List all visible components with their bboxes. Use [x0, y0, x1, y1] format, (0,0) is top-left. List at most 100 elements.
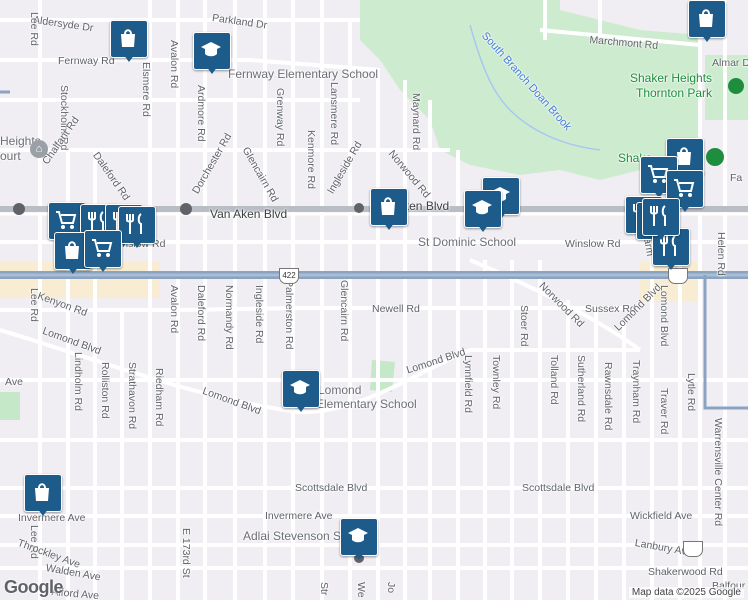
street-label: Palmerston Rd	[283, 280, 295, 350]
shopping-bag-icon	[35, 483, 49, 501]
shopping-cart-icon	[648, 165, 669, 183]
park-area	[360, 0, 700, 180]
school-icon	[201, 42, 221, 57]
street-label: We	[355, 582, 367, 598]
restaurant-icon	[88, 211, 104, 232]
place-label: St Dominic School	[418, 235, 517, 249]
street-label: Winslow Rd	[565, 238, 621, 250]
brook-line	[469, 24, 601, 151]
street-label: Lomond Blvd	[658, 285, 670, 347]
street-label: Warrensville Center Rd	[712, 418, 724, 527]
place-label: Lomond	[318, 383, 362, 397]
place-label: Adlai Stevenson School	[243, 529, 370, 543]
marker-shopping-bag[interactable]	[110, 20, 148, 64]
map-attribution[interactable]: Map data ©2025 Google	[628, 587, 744, 598]
warrensville-blue	[703, 275, 748, 410]
street-label: Fernway Rd	[58, 55, 115, 67]
marker-school[interactable]	[193, 32, 231, 76]
street-label: Rolliston Rd	[99, 362, 111, 419]
shopping-bag-icon	[699, 9, 713, 27]
marker-shopping-cart[interactable]	[666, 170, 704, 214]
street-label: Strathavon Rd	[126, 362, 138, 430]
street-label: Ave	[5, 376, 23, 388]
street-label: Jo	[385, 582, 397, 594]
marker-school[interactable]	[340, 518, 378, 562]
shopping-bag-icon	[381, 197, 395, 215]
street-label: Lee Rd	[28, 12, 40, 46]
street-label: Normandy Rd	[223, 285, 235, 350]
marker-shopping-bag[interactable]	[688, 0, 726, 44]
street-label: Kenmore Rd	[305, 130, 317, 189]
street-label: Grenway Rd	[274, 88, 286, 147]
street-label: Scottsdale Blvd	[522, 482, 595, 494]
place-label: ourt	[0, 149, 21, 163]
school-icon	[348, 528, 368, 543]
street-label: Daleford Rd	[195, 285, 207, 342]
place-label: Fernway Elementary School	[228, 67, 379, 81]
shopping-bag-icon	[121, 29, 135, 47]
street-label: Ingleside Rd	[253, 285, 265, 344]
street-label: Riedham Rd	[153, 368, 165, 427]
street-label: Van Aken Blvd	[210, 207, 288, 221]
street-label: Lynnfield Rd	[462, 355, 474, 413]
transit-station-icon	[13, 203, 25, 215]
street-label: Maynard Rd	[410, 93, 422, 151]
transit-station-icon	[180, 203, 192, 215]
marker-shopping-bag[interactable]	[370, 188, 408, 232]
street-label: Ardmore Rd	[195, 85, 207, 142]
shopping-cart-icon	[56, 211, 77, 229]
street-label: Elsmere Rd	[140, 62, 152, 117]
street-label: E 173rd St	[180, 528, 192, 578]
park-label: Thornton Park	[636, 86, 713, 100]
street-label: Traynham Rd	[630, 360, 642, 424]
street-label: Stoer Rd	[518, 305, 530, 347]
school-icon	[290, 380, 310, 395]
marker-restaurant[interactable]	[642, 198, 680, 242]
street-label: Sutherland Rd	[575, 355, 587, 423]
street-label: Avalon Rd	[168, 285, 180, 334]
park-icon	[706, 148, 724, 166]
street-label: Traver Rd	[658, 388, 670, 435]
highway-422-shield: 422	[279, 268, 299, 284]
street-label: Scottsdale Blvd	[295, 482, 368, 494]
school-icon	[472, 200, 492, 215]
marker-school[interactable]	[282, 370, 320, 414]
street-label: Invermere Ave	[18, 512, 86, 524]
shopping-bag-icon	[677, 147, 691, 165]
street-label: Almar Dr	[712, 57, 748, 69]
street-label: Avalon Rd	[168, 40, 180, 89]
transit-station-icon	[354, 203, 364, 213]
marker-school[interactable]	[464, 190, 502, 234]
park-label: Shaker Heights	[630, 71, 713, 85]
park-icon	[728, 78, 744, 94]
place-label: Elementary School	[316, 397, 417, 411]
street-label: Rawnsdale Rd	[602, 362, 614, 431]
shopping-cart-icon	[674, 179, 695, 197]
google-logo[interactable]: Google	[4, 577, 64, 597]
highway-shield	[668, 268, 688, 284]
marker-shopping-cart[interactable]	[84, 230, 122, 274]
street-label: Tolland Rd	[548, 355, 560, 405]
street-label: Str	[318, 582, 330, 596]
restaurant-icon	[126, 213, 142, 234]
street-label: Fa	[730, 172, 743, 184]
marker-restaurant[interactable]	[118, 206, 156, 250]
park-small-west	[0, 392, 20, 420]
restaurant-icon	[650, 205, 666, 226]
highway-shield	[683, 541, 703, 557]
street-label: Lansmere Rd	[328, 82, 340, 146]
street-label: Newell Rd	[372, 303, 420, 315]
street-label: Sussex Rd	[585, 303, 636, 315]
street-label: Helen Rd	[715, 232, 727, 276]
street-label: Shakerwood Rd	[648, 566, 723, 578]
street-label: Invermere Ave	[265, 510, 333, 522]
courthouse-icon: ⌂	[30, 140, 48, 158]
marker-shopping-bag[interactable]	[24, 474, 62, 518]
street-label: Lytle Rd	[685, 373, 697, 412]
shopping-bag-icon	[65, 241, 79, 259]
street-label: Wickfield Ave	[630, 510, 693, 522]
shopping-cart-icon	[92, 239, 113, 257]
